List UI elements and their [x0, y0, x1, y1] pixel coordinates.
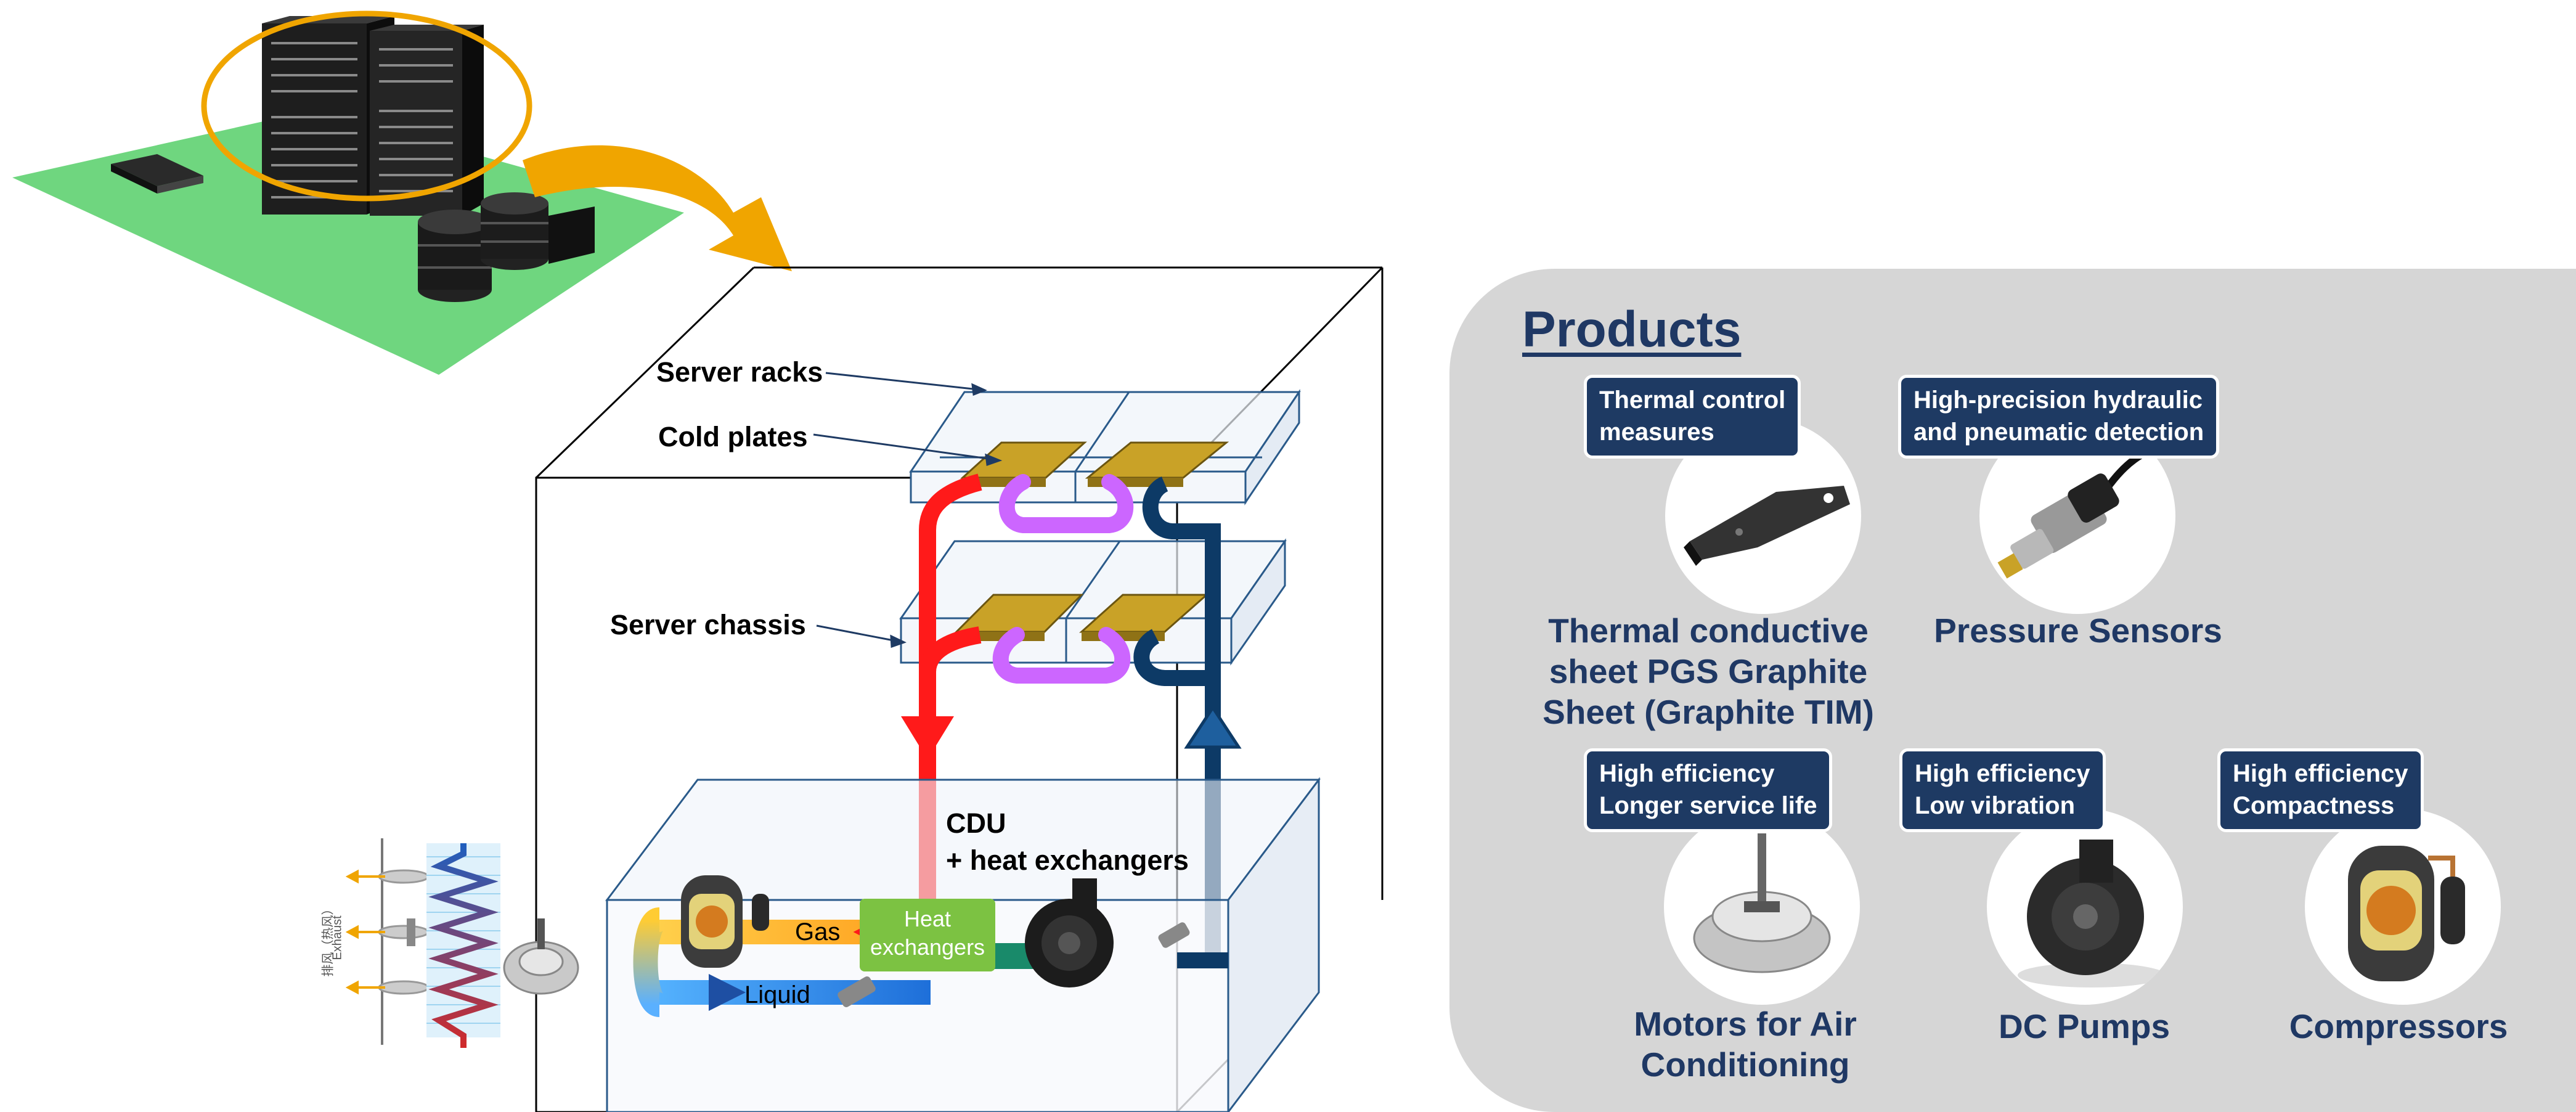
pressure-sensor-icon	[1997, 439, 2166, 579]
exhaust-label-en: Exhaust	[330, 915, 344, 960]
highlight-circle	[201, 10, 532, 202]
product-image-fan-motor	[1664, 809, 1860, 1005]
products-panel: Products Thermal control measures Therma…	[1449, 269, 2576, 1112]
heat-exchangers-label-line2: exchangers	[870, 934, 985, 960]
product-name-graphite-sheet: Thermal conductive sheet PGS Graphite Sh…	[1543, 611, 1874, 731]
heat-exchangers-label-line1: Heat	[903, 906, 952, 931]
liquid-flow-arrow	[709, 974, 746, 1011]
outdoor-fan-motor-icon	[503, 918, 579, 995]
callout-lines	[813, 372, 1003, 648]
dc-pump-icon	[2018, 840, 2166, 987]
graphite-sheet-icon	[1684, 486, 1850, 566]
server-racks-label: Server racks	[656, 356, 823, 388]
condenser-fan-icon	[378, 838, 430, 1045]
cdu-label: CDU	[946, 807, 1006, 839]
exhaust-arrows-icon	[345, 869, 385, 995]
cdu-heat-exchangers-label: + heat exchangers	[946, 844, 1189, 876]
liquid-cooling-diagram	[12, 10, 1384, 1112]
compressor-icon	[681, 875, 769, 968]
badge-longer-service-life: High efficiency Longer service life	[1584, 748, 1833, 832]
liquid-label: Liquid	[744, 981, 810, 1008]
product-name-compressors: Compressors	[2289, 1007, 2508, 1045]
heat-exchanger-box	[860, 899, 995, 971]
product-name-motors: Motors for Air Conditioning	[1634, 1005, 1857, 1084]
badge-high-precision: High-precision hydraulic and pneumatic d…	[1898, 375, 2220, 459]
laptop-icon	[111, 154, 203, 194]
compressor-icon	[2348, 846, 2465, 981]
cold-plates	[954, 441, 1229, 641]
products-title: Products	[1522, 301, 1742, 358]
badge-low-vibration: High efficiency Low vibration	[1899, 748, 2106, 832]
product-image-dc-pump	[1987, 809, 2183, 1005]
coolant-link-pipes	[992, 474, 1134, 684]
storage-drums-icon	[418, 192, 595, 302]
product-name-dc-pumps: DC Pumps	[1998, 1007, 2170, 1045]
cold-flow-arrow	[1184, 705, 1242, 749]
cold-plates-label: Cold plates	[658, 421, 808, 452]
badge-thermal-control: Thermal control measures	[1584, 375, 1801, 459]
condenser-coil-icon	[426, 843, 500, 1048]
product-image-graphite-sheet	[1665, 418, 1861, 614]
pump-icon	[1025, 878, 1114, 987]
fan-motor-icon	[1693, 833, 1831, 973]
pressure-sensor-icon	[838, 922, 1190, 1007]
gas-label: Gas	[795, 918, 841, 946]
zoom-arrow	[523, 145, 792, 271]
hot-coolant-pipe	[919, 473, 982, 901]
product-name-pressure-sensors: Pressure Sensors	[1934, 611, 2222, 650]
data-center-illustration	[12, 10, 792, 375]
product-image-compressor	[2305, 809, 2501, 1005]
server-chassis-label: Server chassis	[610, 609, 806, 640]
badge-compactness: High efficiency Compactness	[2217, 748, 2424, 832]
hot-flow-arrow	[901, 716, 954, 759]
